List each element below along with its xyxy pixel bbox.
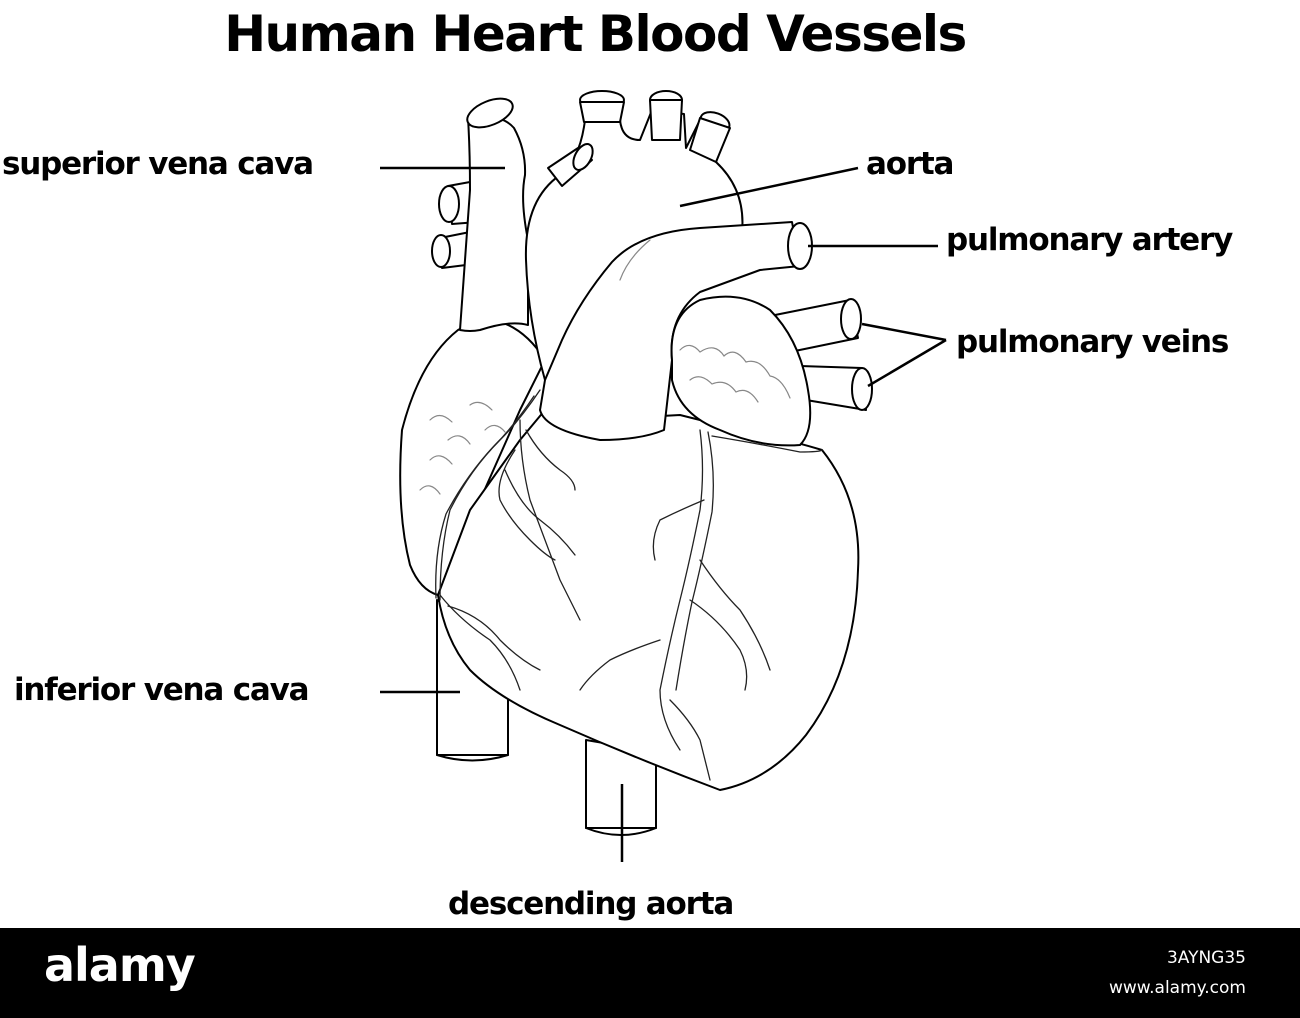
label-inferior-vena-cava: inferior vena cava [14,672,310,708]
diagram-title: Human Heart Blood Vessels [224,5,967,63]
left-atrium [670,295,812,447]
image-id: 3AYNG35 [1166,948,1246,968]
leader-pulmonary-vein-upper [861,322,947,342]
alamy-logo: alamy [44,938,196,992]
leader-lines [380,166,947,862]
label-descending-aorta: descending aorta [448,886,734,922]
stock-footer-bar: alamy 3AYNG35 www.alamy.com [0,928,1300,1018]
pulmonary-artery-vessel [539,221,801,441]
label-pulmonary-artery: pulmonary artery [946,222,1233,258]
leader-aorta [679,166,859,208]
superior-vena-cava-vessel [459,115,529,332]
heart-illustration [380,90,947,862]
leader-pulmonary-vein-lower [867,338,947,388]
coronary-vessels [435,389,823,781]
right-atrium [399,317,546,596]
label-pulmonary-veins: pulmonary veins [956,324,1229,360]
site-url: www.alamy.com [1108,978,1246,998]
label-aorta: aorta [866,146,954,182]
label-superior-vena-cava: superior vena cava [2,146,314,182]
